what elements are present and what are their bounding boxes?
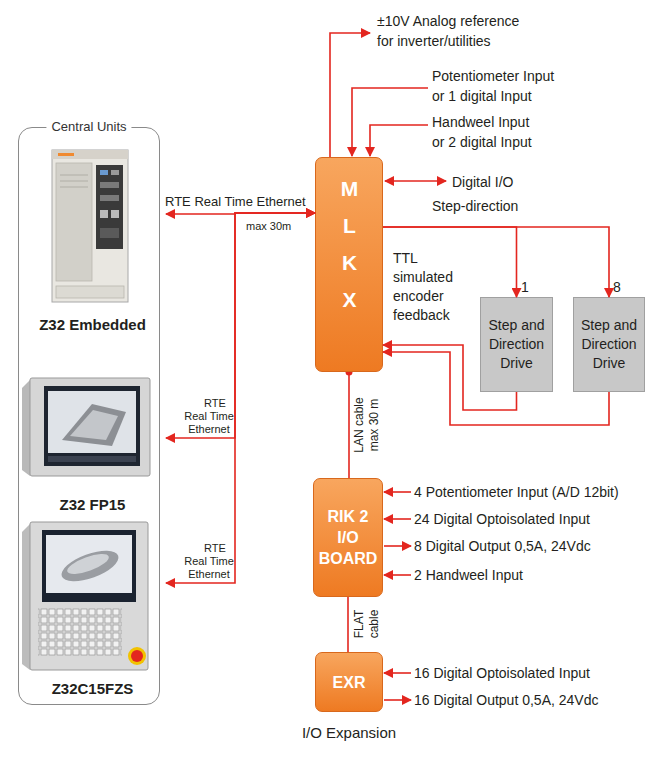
board-caption: I/O Expansion <box>302 724 396 742</box>
signal-label: 2 Handweel Input <box>414 566 523 584</box>
signal-label: 16 Digital Optoisolated Input <box>414 664 590 682</box>
embedded-unit-illustration <box>52 150 128 302</box>
connector-label: Step-direction <box>432 197 518 215</box>
unit-caption: Z32 FP15 <box>19 496 166 514</box>
control-unit: Z32 FP15 <box>19 366 166 514</box>
connector-label: LAN cable max 30 m <box>352 393 382 457</box>
input-wire <box>384 672 411 674</box>
drive-name: Step and Direction Drive <box>577 316 641 373</box>
signal-label: 8 Digital Output 0,5A, 24Vdc <box>414 537 591 555</box>
signal-label: 24 Digital Optoisolated Input <box>414 510 590 528</box>
module-name: MLKX <box>337 177 361 325</box>
group-heading: Central Units <box>46 119 131 135</box>
signal-label: 4 Potentiometer Input (A/D 12bit) <box>414 483 619 501</box>
signal-connector <box>348 372 350 478</box>
signal-connector <box>383 352 609 425</box>
signal-label: 1 <box>521 277 529 297</box>
connector-label: FLAT cable <box>352 604 382 644</box>
digital-io-wire <box>385 180 446 182</box>
signal-connector <box>166 213 315 214</box>
input-wire <box>384 574 411 576</box>
board-name: EXR <box>333 672 366 693</box>
signal-connector <box>166 213 315 438</box>
panel-unit-illustration <box>22 378 150 476</box>
signal-connector <box>383 345 517 410</box>
input-wire <box>384 491 411 493</box>
keyboard-unit-illustration <box>22 522 148 670</box>
drive-box: Step and Direction Drive <box>480 297 553 392</box>
control-unit: Z32 Embedded <box>19 144 166 334</box>
input-wire <box>384 518 411 520</box>
drive-box: Step and Direction Drive <box>573 297 645 392</box>
connector-label: RTE Real Time Ethernet <box>181 542 237 581</box>
pot-in-wire <box>352 88 428 156</box>
signal-label: Potentiometer Input or 1 digital Input <box>432 66 562 106</box>
signal-connector <box>383 227 517 297</box>
signal-label: 8 <box>613 277 621 297</box>
output-wire <box>384 545 411 547</box>
module-box: MLKX <box>315 157 383 372</box>
drive-name: Step and Direction Drive <box>484 316 549 373</box>
unit-caption: Z32C15FZS <box>19 680 166 698</box>
signal-connector <box>347 597 349 652</box>
signal-label: ±10V Analog reference for inverter/utili… <box>377 11 535 51</box>
signal-label: Digital I/O <box>452 172 513 192</box>
analog-out-wire <box>330 33 370 157</box>
signal-label: TTL simulated encoder feedback <box>393 249 458 325</box>
signal-label: max 30m <box>246 219 291 233</box>
signal-label: 16 Digital Output 0,5A, 24Vdc <box>414 691 598 709</box>
signal-label: Handweel Input or 2 digital Input <box>432 112 537 152</box>
connector-label: RTE Real Time Ethernet <box>181 397 237 436</box>
signal-connector <box>383 227 609 297</box>
unit-caption: Z32 Embedded <box>19 316 166 334</box>
group-frame: Central UnitsZ32 EmbeddedZ32 FP15Z32C15F… <box>18 127 160 705</box>
io-board-box: RIK 2 I/O BOARD <box>313 478 383 597</box>
output-wire <box>384 699 411 701</box>
connector-label: RTE Real Time Ethernet <box>165 194 315 210</box>
handwheel-in-wire <box>370 125 428 156</box>
board-name: RIK 2 I/O BOARD <box>317 506 379 569</box>
io-board-box: EXRI/O Expansion <box>315 652 383 712</box>
control-unit: Z32C15FZS <box>19 516 166 698</box>
signal-connector <box>166 213 315 583</box>
